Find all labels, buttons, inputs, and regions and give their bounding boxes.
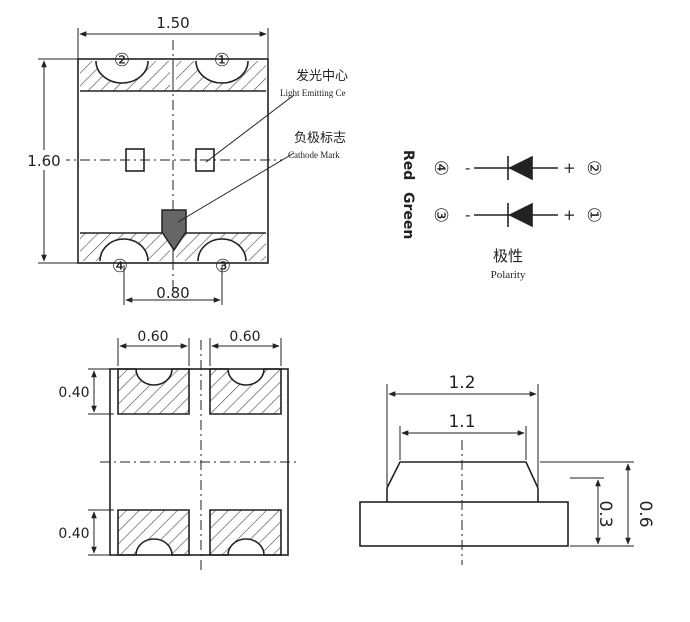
light-center-cn: 发光中心 — [296, 68, 348, 84]
pad-layout — [88, 338, 300, 570]
light-center-en: Light Emitting Ce — [280, 88, 346, 98]
side-lens — [386, 461, 539, 502]
pad-height-bottom-label: 0.40 — [58, 526, 89, 542]
pad-top-left — [117, 368, 190, 415]
pad-height-top-label: 0.40 — [58, 385, 89, 401]
side-view — [359, 384, 634, 565]
sch-minus-2: - — [465, 206, 470, 224]
top-view — [38, 28, 295, 305]
sch-pin-4: ④ — [430, 160, 451, 176]
pad-bottom-right — [209, 509, 282, 556]
pin-4-label: ④ — [112, 256, 128, 277]
polarity-schematic: Red Green ④ - + ② ③ - + ① 极性 Polarity — [400, 150, 604, 281]
chip-right — [195, 148, 215, 172]
cathode-mark — [161, 209, 187, 252]
pad-width-left-label: 0.60 — [137, 329, 168, 345]
cathode-en: Cathode Mark — [288, 150, 340, 160]
color-green-label: Green — [400, 192, 416, 239]
side-base — [359, 501, 569, 547]
polarity-cn: 极性 — [493, 247, 523, 265]
pad-top-right — [209, 368, 282, 415]
pad-width-right-label: 0.60 — [229, 329, 260, 345]
side-total-height-label: 0.6 — [635, 500, 655, 527]
pin-2-label: ② — [114, 50, 130, 71]
dim-height-label: 1.60 — [27, 152, 60, 170]
side-inner-width-label: 1.1 — [448, 412, 475, 432]
sch-plus-2: + — [563, 206, 576, 224]
color-red-label: Red — [400, 150, 416, 180]
polarity-en: Polarity — [491, 269, 526, 281]
chip-left — [125, 148, 145, 172]
side-base-height-label: 0.3 — [595, 500, 615, 527]
pad-bottom-left — [117, 509, 190, 556]
sch-pin-2: ② — [583, 160, 604, 176]
sch-pin-1: ① — [583, 207, 604, 223]
sch-pin-3: ③ — [430, 207, 451, 223]
side-outer-width-label: 1.2 — [448, 373, 475, 393]
dim-pad-span-label: 0.80 — [156, 284, 189, 302]
diode-red — [474, 155, 558, 181]
pin-3-label: ③ — [215, 256, 231, 277]
pin-1-label: ① — [214, 50, 230, 71]
dim-width-label: 1.50 — [156, 14, 189, 32]
diode-green — [474, 202, 558, 228]
cathode-cn: 负极标志 — [294, 131, 346, 146]
sch-plus-1: + — [563, 159, 576, 177]
sch-minus-1: - — [465, 159, 470, 177]
